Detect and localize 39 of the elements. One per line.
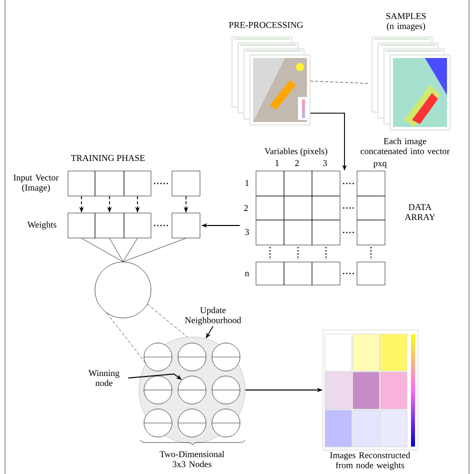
dashed-line: [310, 80, 370, 84]
neuron-circle: [144, 376, 172, 404]
neuron-circle: [178, 408, 206, 438]
column-number: pxq: [373, 162, 387, 168]
neuron-circle: [212, 408, 240, 438]
vector-cell: [94, 212, 124, 238]
vector-cell: [172, 170, 200, 196]
heading: PRE-PROCESSING: [229, 22, 303, 28]
neuron-circle: [178, 376, 206, 404]
callout-text: Winning node: [88, 370, 120, 386]
row-number: 3: [245, 228, 249, 236]
vector-cell: [68, 170, 96, 196]
node-label: Each image concatenated into vector: [360, 138, 450, 154]
map-label: Two-Dimensional 3x3 Nodes: [160, 450, 224, 468]
neuron-circle: [178, 342, 206, 372]
heading: SAMPLES (n images): [386, 13, 426, 31]
neuron-circle: [144, 342, 172, 372]
vector-cell: [124, 170, 152, 196]
neuron-circle: [212, 342, 240, 372]
callout-text: Update Neighbourhood: [185, 306, 242, 326]
vector-cell: [68, 212, 96, 238]
axis-label: Variables (pixels): [264, 148, 328, 156]
row-label: Weights: [27, 221, 56, 230]
connector-line: [122, 238, 186, 262]
vector-cell: [124, 212, 152, 238]
dashed-line: [106, 312, 146, 364]
section-heading: TRAINING PHASE: [71, 154, 145, 162]
neuron-circle: [144, 408, 172, 438]
node-label: Images Reconstructed from node weights: [330, 452, 410, 470]
connector-line: [109, 238, 124, 262]
array-label: DATA ARRAY: [404, 204, 436, 220]
dashed-line: [147, 304, 188, 338]
connector-line: [122, 238, 138, 262]
neuron-circle: [94, 262, 152, 318]
vector-cell: [94, 170, 124, 196]
row-label: Input Vector (Image): [14, 174, 59, 192]
vector-cell: [172, 212, 200, 238]
connector-line: [81, 238, 124, 262]
neuron-circle: [212, 376, 240, 404]
